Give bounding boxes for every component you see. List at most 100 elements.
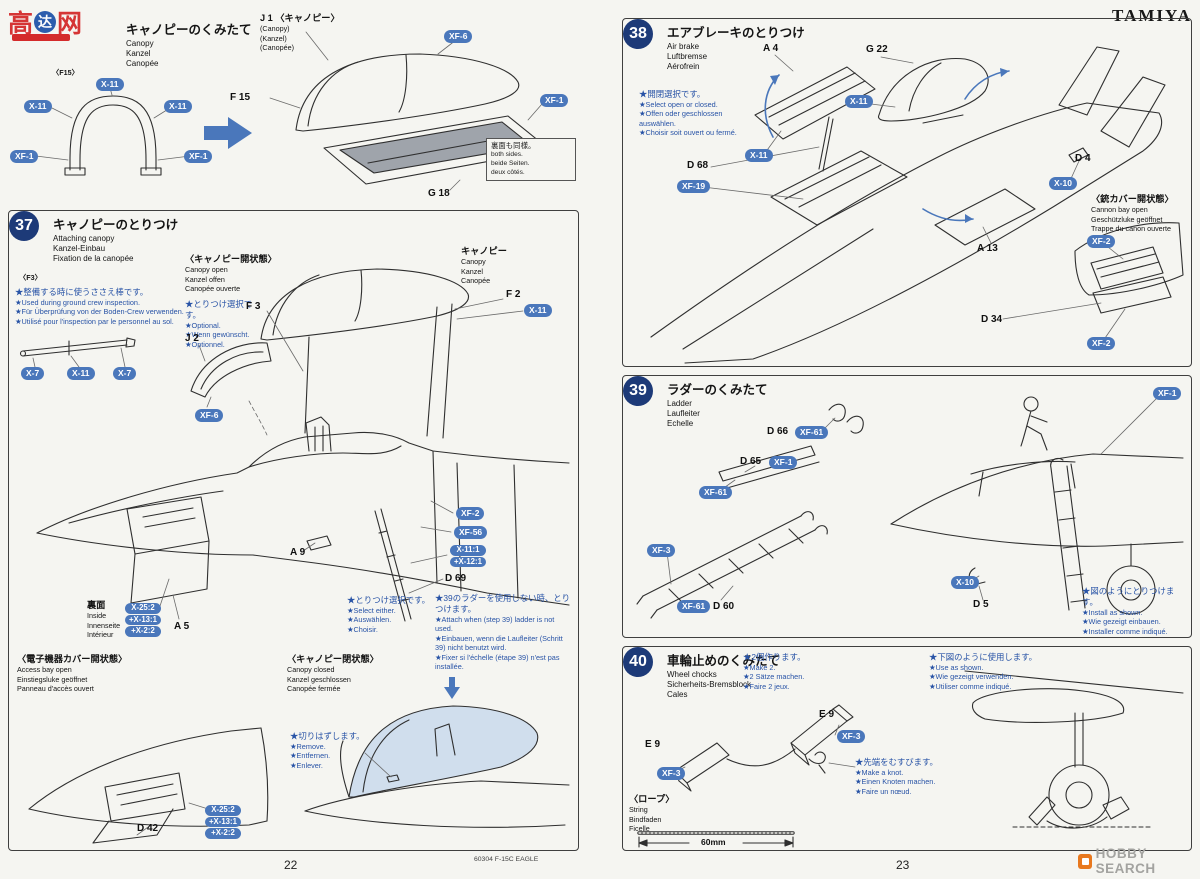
paint-callout-x7: X-7	[113, 367, 137, 380]
paint-callout-xf2: XF-2	[1087, 337, 1116, 350]
part-label-g18: G 18	[428, 188, 450, 199]
chocks-with-rope	[674, 704, 854, 792]
part-label-d66: D 66	[767, 426, 789, 437]
remove-note: ★切りはずします。★Remove.★Entfernen.★Enlever.	[290, 731, 365, 770]
part-label-j1: J 1 〈キャノピー〉(Canopy)(Kanzel)(Canopée)	[260, 13, 340, 53]
paint-callout-x11: X-11	[745, 149, 773, 162]
part-label-d69: D 69	[445, 573, 467, 584]
open-canopy	[260, 268, 470, 341]
cannon-bay-art	[1074, 222, 1184, 314]
paint-callout-xf61: XF-61	[699, 486, 733, 499]
paint-callout-x11: X-11	[24, 100, 52, 113]
part-label-a5: A 5	[174, 621, 190, 632]
part-label-d65: D 65	[740, 456, 762, 467]
paint-callout-xf6: XF-6	[444, 30, 473, 43]
assembly-arrow	[204, 117, 252, 149]
watermark-char: 网	[57, 10, 83, 38]
watermark-banner	[12, 34, 70, 41]
paint-mix-callout: X-25:2+X-13:1+X-2:2	[125, 603, 161, 637]
page-number-left: 22	[284, 858, 298, 872]
paint-callout-xf19: XF-19	[677, 180, 711, 193]
paint-callout-x10: X-10	[951, 576, 979, 589]
assembly-arrow	[444, 677, 460, 699]
step37-illustration	[19, 268, 570, 844]
motion-arrowhead	[1000, 68, 1009, 77]
step-number-badge: 39	[623, 376, 653, 406]
paint-callout-xf1: XF-1	[184, 150, 213, 163]
motion-arrowhead	[770, 75, 779, 85]
hobby-search-text: HOBBY SEARCH	[1095, 846, 1156, 876]
canopy-struts	[304, 303, 453, 439]
paint-callout-x11: X-11	[67, 367, 95, 380]
support-rod-part	[19, 337, 136, 357]
paint-callout-xf1: XF-1	[1153, 387, 1182, 400]
page-number-right: 23	[896, 858, 910, 872]
paint-callout-x7: X-7	[21, 367, 45, 380]
part-label-d42: D 42	[137, 823, 159, 834]
part-label-d5: D 5	[973, 599, 989, 610]
part-label-e9: E 9	[645, 739, 661, 750]
ladder-alternative-note: ★39のラダーを使用しない時、とりつけます。★Attach when (step…	[435, 593, 570, 672]
f15-part-header-text: 〈F15〉	[52, 68, 79, 77]
paint-callout-xf1: XF-1	[769, 456, 798, 469]
part-label-g22: G 22	[866, 44, 888, 55]
paint-callout-xf61: XF-61	[795, 426, 829, 439]
paint-callout-x10: X-10	[1049, 177, 1077, 190]
paint-callout-xf1: XF-1	[540, 94, 569, 107]
part-label-d60: D 60	[713, 601, 735, 612]
part-label-a9: A 9	[290, 547, 306, 558]
f3-part-header-text: 〈F3〉	[19, 273, 42, 282]
motion-arrowhead	[965, 214, 973, 223]
part-label-d4: D 4	[1075, 153, 1091, 164]
select-note: ★とりつけ選択です。★Select either.★Auswählen.★Cho…	[347, 595, 430, 634]
paint-callout-xf56: XF-56	[454, 526, 488, 539]
watermark-char: 高	[8, 10, 34, 38]
step38-illustration	[650, 46, 1184, 364]
aft-fuselage	[650, 46, 1166, 364]
part-label-f3: F 3	[246, 301, 261, 312]
paint-callout-x11: X-11	[524, 304, 552, 317]
optional-note: ★とりつけ選択です。★Optional.★Wenn gewünscht.★Opt…	[185, 299, 253, 349]
install-note: ★図のようにとりつけます。★Install as shown.★Wie geze…	[1082, 586, 1175, 636]
make-two-note: ★2個作ります。★Make 2.★2 Sätze machen.★Faire 2…	[743, 652, 806, 691]
kit-code: 60304 F-15C EAGLE	[474, 856, 539, 863]
windscreen-j2	[190, 342, 272, 398]
gear-with-chocks	[964, 670, 1184, 829]
step-number-badge: 40	[623, 647, 653, 677]
paint-callout-xf3: XF-3	[657, 767, 686, 780]
windscreen-frame-part	[64, 95, 162, 176]
paint-callout-x11: X-11	[845, 95, 873, 108]
watermark-char: 达	[34, 11, 57, 33]
watermark-logo: 高 达 网	[8, 4, 82, 40]
paint-callout-x11: X-11	[96, 78, 124, 91]
part-label-f15: F 15	[230, 92, 251, 103]
f3-part-header: 〈F3〉	[19, 273, 42, 283]
paint-callout-xf3: XF-3	[647, 544, 676, 557]
step40-illustration	[637, 670, 1184, 848]
paint-mix-callout: X-11:1+X-12:1	[450, 545, 486, 568]
part-label-d34: D 34	[981, 314, 1003, 325]
ladder-parts-exploded	[636, 403, 864, 619]
paint-callout-xf61: XF-61	[677, 600, 711, 613]
canopy-closed-art	[304, 705, 570, 828]
f3-usage-note: ★整備する時に使うささえ棒です。★Used during ground crew…	[15, 287, 184, 326]
tamiya-logo: TAMIYA	[1112, 6, 1193, 25]
paint-callout-xf2: XF-2	[1087, 235, 1116, 248]
paint-callout-x11: X-11	[164, 100, 192, 113]
paint-callout-xf2: XF-2	[456, 507, 485, 520]
step-number-badge: 37	[9, 211, 39, 241]
part-label-e9: E 9	[819, 709, 835, 720]
open-close-note: ★開閉選択です。★Select open or closed.★Offen od…	[639, 89, 737, 138]
